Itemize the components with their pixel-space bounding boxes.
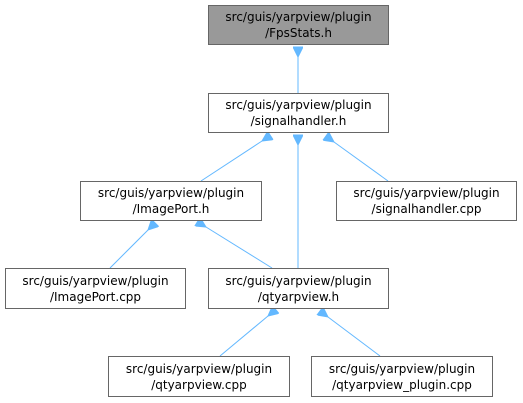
node-qtyarpview-h[interactable]: src/guis/yarpview/plugin /qtyarpview.h bbox=[208, 268, 389, 309]
node-imageport-h[interactable]: src/guis/yarpview/plugin /ImagePort.h bbox=[80, 181, 262, 221]
node-qtyarpview-plugin-cpp[interactable]: src/guis/yarpview/plugin /qtyarpview_plu… bbox=[311, 356, 493, 397]
node-qtyarpview-cpp-line1: src/guis/yarpview/plugin bbox=[125, 361, 273, 376]
edge-qtyarpview-cpp-to-qtyarpview-h bbox=[219, 316, 268, 357]
node-qtyarpview-cpp-line2: /qtyarpview.cpp bbox=[151, 377, 247, 392]
node-imageport-cpp-line1: src/guis/yarpview/plugin bbox=[22, 273, 169, 288]
node-signalhandler-cpp-line2: /signalhandler.cpp bbox=[371, 202, 482, 216]
node-qtyarpview-cpp[interactable]: src/guis/yarpview/plugin /qtyarpview.cpp bbox=[108, 356, 290, 397]
edge-qtyarpview-h-to-imageport-h bbox=[206, 227, 273, 269]
node-fpsstats-h-line2: /FpsStats.h bbox=[265, 26, 332, 40]
edge-signalhandler-cpp-to-signalhandler-h bbox=[334, 142, 389, 182]
node-qtyarpview-plugin-cpp-line1: src/guis/yarpview/plugin bbox=[328, 361, 476, 376]
edge-qtyarpview-plugin-cpp-to-qtyarpview-h bbox=[328, 317, 381, 357]
node-fpsstats-h-line1: src/guis/yarpview/plugin bbox=[225, 10, 372, 24]
node-signalhandler-h-line2: /signalhandler.h bbox=[250, 114, 347, 128]
node-imageport-h-line1: src/guis/yarpview/plugin bbox=[97, 186, 245, 200]
node-signalhandler-cpp-line1: src/guis/yarpview/plugin bbox=[353, 186, 500, 200]
node-qtyarpview-plugin-cpp-line2: /qtyarpview_plugin.cpp bbox=[332, 377, 472, 392]
node-qtyarpview-h-line2: /qtyarpview.h bbox=[257, 289, 340, 304]
node-signalhandler-cpp[interactable]: src/guis/yarpview/plugin /signalhandler.… bbox=[336, 181, 517, 221]
edge-imageport-h-to-signalhandler-h bbox=[200, 141, 262, 182]
node-fpsstats-h[interactable]: src/guis/yarpview/plugin /FpsStats.h bbox=[208, 5, 389, 45]
node-imageport-h-line2: /ImagePort.h bbox=[132, 202, 210, 216]
node-signalhandler-h[interactable]: src/guis/yarpview/plugin /signalhandler.… bbox=[208, 93, 389, 133]
node-imageport-cpp[interactable]: src/guis/yarpview/plugin /ImagePort.cpp bbox=[5, 268, 186, 309]
node-signalhandler-h-line1: src/guis/yarpview/plugin bbox=[225, 98, 372, 112]
node-qtyarpview-h-line1: src/guis/yarpview/plugin bbox=[225, 273, 372, 288]
node-imageport-cpp-line2: /ImagePort.cpp bbox=[49, 289, 142, 304]
edge-imageport-cpp-to-imageport-h bbox=[109, 230, 148, 269]
